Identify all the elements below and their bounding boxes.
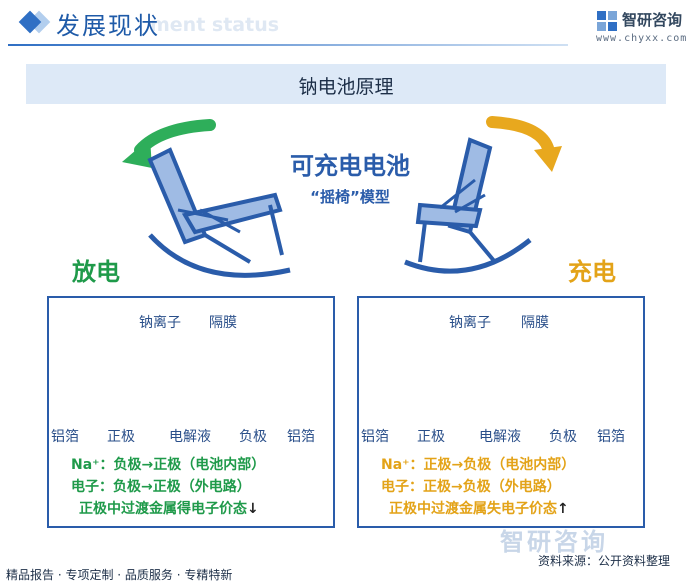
brand-name: 智研咨询 (622, 11, 683, 29)
charge-arrow-icon (486, 116, 562, 172)
diagram-center-title: 可充电电池 (290, 152, 410, 180)
label-cathode: 正极 (107, 429, 135, 445)
discharge-line-electron: 电子：负极→正极（外电路） (71, 479, 251, 495)
footer: 精品报告 · 专项定制 · 品质服务 · 专精特新 (0, 562, 700, 587)
rocking-chair-left-icon (147, 147, 291, 278)
discharge-line-valence: 正极中过渡金属得电子价态 (79, 501, 247, 517)
rocking-chair-right-icon (404, 137, 532, 274)
trend-up-icon: ↑ (557, 501, 569, 517)
charge-label: 充电 (568, 258, 616, 286)
label-al-foil-left: 铝箔 (51, 429, 79, 445)
header-ghost-subtitle: ment status (150, 14, 280, 36)
charge-line-valence: 正极中过渡金属失电子价态 (389, 501, 557, 517)
footer-source: 资料来源：公开资料整理 (538, 554, 671, 568)
brand-url: www.chyxx.com (596, 33, 688, 44)
label-al-foil-right: 铝箔 (287, 429, 315, 445)
banner-title: 钠电池原理 (298, 76, 394, 98)
label-cathode: 正极 (417, 429, 445, 445)
discharge-label: 放电 (72, 258, 120, 286)
label-electrolyte: 电解液 (169, 429, 211, 445)
footer-watermark: 智研咨询 (500, 528, 608, 556)
trend-down-icon: ↓ (247, 501, 259, 517)
page-title: 发展现状 (56, 12, 160, 40)
discharge-panel: 钠离子 隔膜 铝箔 正极 电解液 负极 铝箔 Na⁺：负极→正极（电池内部） 电… (47, 296, 335, 528)
label-al-foil-left: 铝箔 (361, 429, 389, 445)
label-anode: 负极 (239, 429, 267, 445)
label-sodium-ion: 钠离子 (139, 315, 181, 331)
charge-panel: 钠离子 隔膜 铝箔 正极 电解液 负极 铝箔 Na⁺：正极→负极（电池内部） 电… (357, 296, 645, 528)
charge-line-electron: 电子：正极→负极（外电路） (381, 479, 561, 495)
discharge-line-ion: Na⁺：负极→正极（电池内部） (71, 457, 266, 473)
diagram-banner: 钠电池原理 (26, 64, 666, 104)
label-anode: 负极 (549, 429, 577, 445)
charge-line-ion: Na⁺：正极→负极（电池内部） (381, 457, 576, 473)
discharge-arrow-icon (122, 119, 216, 168)
label-al-foil-right: 铝箔 (597, 429, 625, 445)
label-separator: 隔膜 (209, 315, 237, 331)
header: ment status 发展现状 智研咨询 www.chyxx.com (0, 0, 700, 50)
label-sodium-ion: 钠离子 (449, 315, 491, 331)
label-electrolyte: 电解液 (479, 429, 521, 445)
footer-tagline: 精品报告 · 专项定制 · 品质服务 · 专精特新 (6, 568, 233, 582)
brand-logo-icon (597, 11, 617, 31)
label-separator: 隔膜 (521, 315, 549, 331)
diagram-center-subtitle: “摇椅”模型 (310, 188, 390, 206)
header-divider (8, 44, 568, 46)
